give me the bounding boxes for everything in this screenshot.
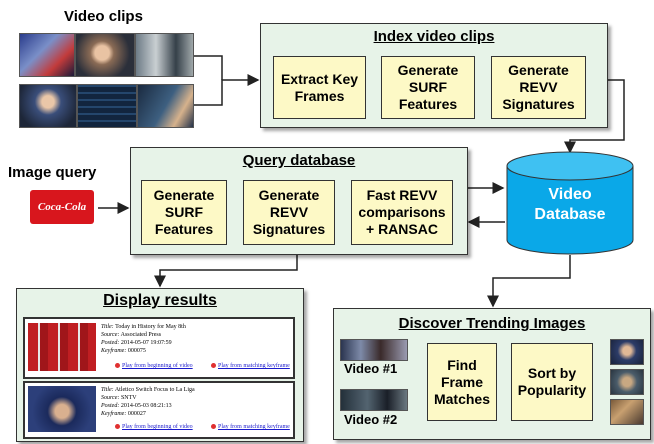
result-keyframe-key: Keyframe: <box>101 348 127 354</box>
trending-image-thumbnail <box>610 339 644 365</box>
play-from-keyframe-link[interactable]: Play from matching keyframe <box>211 363 290 369</box>
result-title: Today in History for May 8th <box>115 324 186 330</box>
result-source: Associated Press <box>120 332 162 338</box>
discover-trending-panel: Discover Trending Images Video #1 Video … <box>333 308 651 440</box>
arrow-index-to-db <box>564 79 625 154</box>
result-thumbnail <box>28 386 96 432</box>
play-icon <box>211 424 216 430</box>
video-clip-thumbnail <box>19 84 77 128</box>
query-panel-title: Query database <box>242 152 356 169</box>
result-card: Title: Today in History for May 8th Sour… <box>23 317 295 379</box>
result-keyframe: 000075 <box>127 348 146 354</box>
play-icon <box>115 424 120 430</box>
play-from-keyframe-link[interactable]: Play from matching keyframe <box>211 424 290 430</box>
video-clip-thumbnail <box>19 33 75 77</box>
arrow-clips-bottom <box>192 74 260 106</box>
result-posted-key: Posted: <box>101 403 120 409</box>
trending-image-thumbnail <box>610 399 644 425</box>
result-title-key: Title: <box>101 324 114 330</box>
play-from-beginning-label: Play from beginning of video <box>122 424 193 430</box>
video-clip-thumbnail <box>77 84 137 128</box>
video-database-label: Video Database <box>534 186 606 223</box>
result-posted-key: Posted: <box>101 340 120 346</box>
image-query-label: Image query <box>8 164 97 181</box>
extract-key-frames-step: Extract Key Frames <box>273 56 366 119</box>
query-image-logo-text: Coca-Cola <box>37 201 87 213</box>
video-clip-thumbnail <box>135 33 194 77</box>
play-from-beginning-link[interactable]: Play from beginning of video <box>115 363 193 369</box>
play-icon <box>211 363 216 369</box>
result-source-key: Source: <box>101 332 120 338</box>
play-from-keyframe-label: Play from matching keyframe <box>218 424 290 430</box>
video-clips-label: Video clips <box>64 8 143 25</box>
generate-surf-features-step: Generate SURF Features <box>381 56 475 119</box>
result-metadata: Title: Today in History for May 8th Sour… <box>101 323 291 355</box>
play-icon <box>115 363 120 369</box>
query-database-panel: Query database Generate SURF Features Ge… <box>130 147 468 255</box>
result-posted: 2014-05-07 19:07:59 <box>120 340 172 346</box>
video2-thumbnail <box>340 389 408 411</box>
result-metadata: Title: Atletico Switch Focus to La Liga … <box>101 386 291 418</box>
play-from-beginning-link[interactable]: Play from beginning of video <box>115 424 193 430</box>
index-panel-title: Index video clips <box>373 28 495 45</box>
result-keyframe-key: Keyframe: <box>101 411 127 417</box>
result-thumbnail <box>28 323 96 371</box>
display-panel-title: Display results <box>103 292 217 309</box>
video1-thumbnail <box>340 339 408 361</box>
generate-revv-signatures-step: Generate REVV Signatures <box>491 56 586 119</box>
arrow-db-to-trending <box>487 255 571 308</box>
result-title-key: Title: <box>101 387 114 393</box>
trending-image-thumbnail <box>610 369 644 395</box>
arrow-clips-top <box>192 55 223 80</box>
result-posted: 2014-05-03 08:21:13 <box>120 403 172 409</box>
display-results-panel: Display results Title: Today in History … <box>16 288 304 442</box>
query-generate-revv-step: Generate REVV Signatures <box>243 180 335 245</box>
result-card: Title: Atletico Switch Focus to La Liga … <box>23 381 295 439</box>
result-keyframe: 000027 <box>127 411 146 417</box>
video1-label: Video #1 <box>344 361 398 376</box>
video-clip-thumbnail <box>75 33 135 77</box>
play-from-keyframe-label: Play from matching keyframe <box>218 363 290 369</box>
fast-revv-ransac-step: Fast REVV comparisons + RANSAC <box>351 180 453 245</box>
play-from-beginning-label: Play from beginning of video <box>122 363 193 369</box>
trending-panel-title: Discover Trending Images <box>398 315 586 332</box>
coca-cola-query-image: Coca-Cola <box>30 190 94 224</box>
arrow-query-to-display <box>154 255 298 288</box>
find-frame-matches-step: Find Frame Matches <box>427 343 497 421</box>
video-database-cylinder <box>506 151 634 255</box>
result-source-key: Source: <box>101 395 120 401</box>
sort-by-popularity-step: Sort by Popularity <box>511 343 593 421</box>
video-clip-thumbnail <box>137 84 194 128</box>
index-video-clips-panel: Index video clips Extract Key Frames Gen… <box>260 23 608 128</box>
query-generate-surf-step: Generate SURF Features <box>141 180 227 245</box>
result-title: Atletico Switch Focus to La Liga <box>114 387 195 393</box>
video2-label: Video #2 <box>344 412 398 427</box>
result-source: SNTV <box>120 395 137 401</box>
